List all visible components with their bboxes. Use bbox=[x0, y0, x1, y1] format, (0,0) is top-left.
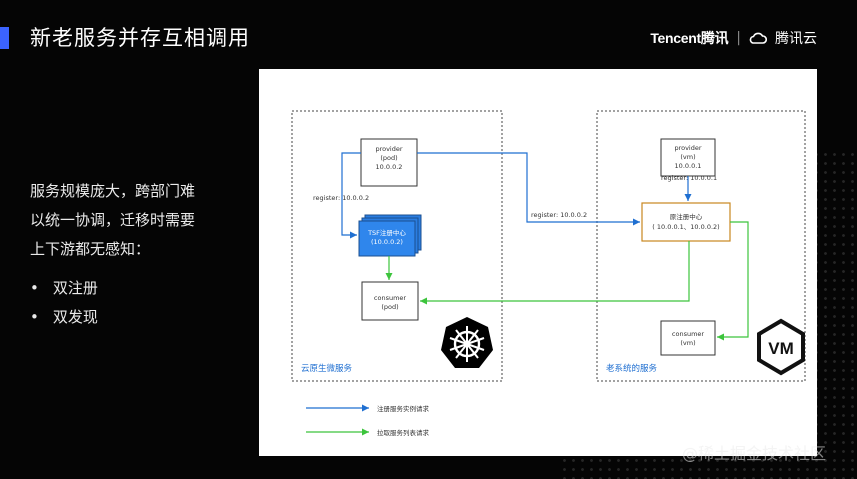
architecture-diagram: 云原生微服务 老系统的服务 provider (pod) 10.0.0.2 TS… bbox=[259, 69, 817, 456]
register-label-right: register: 10.0.0.1 bbox=[661, 174, 717, 182]
consumer-vm-type: (vm) bbox=[680, 339, 695, 347]
provider-vm-label: provider bbox=[674, 144, 701, 152]
register-label-left: register: 10.0.0.2 bbox=[313, 194, 369, 202]
cloud-group-label: 云原生微服务 bbox=[301, 363, 353, 374]
legend-label-pull: 拉取服务列表请求 bbox=[377, 428, 430, 437]
description-line: 服务规模庞大，跨部门难 bbox=[30, 182, 196, 200]
pull-arrow-legacy-consumer-pod bbox=[420, 241, 690, 305]
provider-pod-box bbox=[360, 138, 418, 187]
consumer-pod-box bbox=[361, 281, 419, 321]
brand-logo: Tencent腾讯 | 腾讯云 bbox=[650, 28, 817, 48]
provider-pod-type: (pod) bbox=[380, 154, 397, 162]
vm-icon: VM bbox=[757, 318, 805, 376]
provider-vm-ip: 10.0.0.1 bbox=[675, 162, 702, 170]
tencent-cloud-text: 腾讯云 bbox=[775, 31, 817, 47]
consumer-vm-box bbox=[660, 320, 716, 356]
bullet-item: •双注册 bbox=[30, 279, 98, 297]
consumer-vm-label: consumer bbox=[672, 330, 705, 338]
cloud-icon bbox=[749, 32, 767, 44]
register-arrow-legacy bbox=[417, 152, 640, 226]
tsf-registry-ip: (10.0.0.2) bbox=[371, 238, 403, 246]
legacy-group-label: 老系统的服务 bbox=[606, 363, 658, 374]
legacy-registry-box bbox=[641, 202, 731, 242]
slide-title: 新老服务并存互相调用 bbox=[30, 26, 250, 50]
legacy-group bbox=[596, 110, 806, 382]
bullet-item: •双发现 bbox=[30, 308, 98, 326]
brand-separator: | bbox=[736, 30, 741, 46]
vm-logo-text: VM bbox=[768, 339, 794, 358]
provider-vm-type: (vm) bbox=[680, 153, 695, 161]
description-line: 以统一协调，迁移时需要 bbox=[30, 211, 196, 229]
register-arrow-tsf bbox=[341, 152, 361, 239]
consumer-pod-label: consumer bbox=[374, 294, 407, 302]
description-line: 上下游都无感知： bbox=[30, 240, 151, 258]
legacy-registry-label: 原注册中心 bbox=[670, 212, 703, 221]
legend-label-register: 注册服务实例请求 bbox=[377, 404, 430, 413]
register-label-mid: register: 10.0.0.2 bbox=[531, 211, 587, 219]
title-accent-bar bbox=[0, 27, 9, 49]
bullet-list: •双注册 •双发现 bbox=[30, 274, 98, 332]
provider-vm-box bbox=[660, 138, 716, 177]
watermark: @稀土掘金技术社区 bbox=[682, 444, 827, 463]
provider-pod-label: provider bbox=[375, 145, 402, 153]
provider-pod-ip: 10.0.0.2 bbox=[376, 163, 403, 171]
consumer-pod-type: (pod) bbox=[381, 303, 398, 311]
tencent-logo-text: Tencent腾讯 bbox=[650, 30, 729, 46]
pull-arrow-legacy-consumer-vm bbox=[717, 221, 749, 341]
kubernetes-icon bbox=[441, 317, 493, 368]
legacy-registry-ip: ( 10.0.0.1、10.0.0.2) bbox=[652, 223, 719, 231]
description-text: 服务规模庞大，跨部门难 以统一协调，迁移时需要 上下游都无感知： bbox=[30, 177, 195, 264]
tsf-registry-box bbox=[358, 220, 416, 257]
cloud-native-group bbox=[291, 110, 503, 382]
tsf-registry-label: TSF注册中心 bbox=[367, 228, 406, 237]
